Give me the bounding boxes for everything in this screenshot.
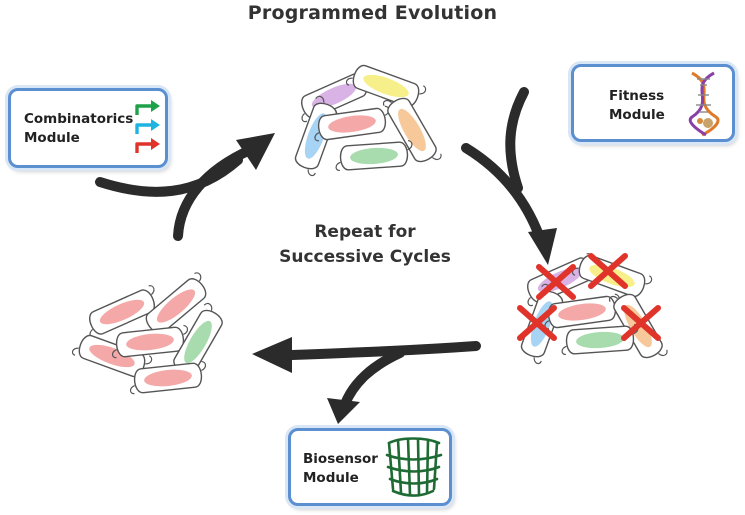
arrow-lower-left-to-top — [173, 145, 255, 241]
arrowhead-to-lower-left-pool — [252, 337, 292, 373]
combinatorics-module-label: Combinatorics Module — [24, 110, 133, 148]
arrow-split-to-biosensor — [340, 348, 405, 409]
cell — [344, 59, 428, 112]
dna-helix-icon — [688, 71, 720, 137]
fitness-module-label: Fitness Module — [609, 87, 665, 125]
fitness-module-label-line-2: Module — [609, 107, 665, 123]
arrow-combinatorics-to-pool — [95, 155, 243, 197]
protein-barrel-icon — [385, 437, 443, 497]
arrow-right-to-bottom — [287, 341, 481, 360]
cycle-caption: Repeat for Successive Cycles — [240, 220, 490, 270]
cell — [311, 105, 393, 142]
combinatorics-module: Combinatorics Module — [8, 88, 168, 168]
promoter-arrows-icon — [135, 100, 160, 153]
arrowhead-to-selection — [528, 228, 557, 265]
diagram-title: Programmed Evolution — [247, 2, 498, 24]
cell — [559, 323, 641, 356]
cell — [70, 329, 154, 382]
biosensor-module-label-line-2: Module — [303, 470, 359, 486]
eliminated-x-mark — [536, 264, 576, 300]
cell-pool-top — [289, 59, 444, 178]
cell — [333, 139, 415, 172]
cell — [127, 360, 209, 395]
cell — [109, 324, 191, 359]
cell — [381, 89, 444, 171]
cycle-arrows — [95, 87, 557, 424]
eliminated-x-mark — [517, 305, 557, 341]
arrowhead-to-top-pool — [236, 133, 275, 170]
cycle-caption-line-2: Successive Cycles — [279, 247, 451, 267]
eliminated-x-mark — [621, 305, 661, 341]
biosensor-module-label-line-1: Biosensor — [303, 451, 378, 467]
combinatorics-module-label-line-2: Module — [24, 130, 80, 146]
arrowhead-to-biosensor — [327, 398, 360, 424]
arrow-fitness-to-split — [505, 87, 529, 193]
biosensor-module: Biosensor Module — [288, 428, 452, 506]
eliminated-x-mark — [588, 253, 628, 289]
combinatorics-module-label-line-1: Combinatorics — [24, 111, 134, 127]
cell — [137, 270, 215, 341]
cell — [166, 301, 229, 383]
cycle-caption-line-1: Repeat for — [314, 222, 416, 242]
arrow-top-pool-to-right — [461, 143, 545, 243]
fitness-module: Fitness Module — [571, 64, 735, 142]
cell-pool-selection — [515, 249, 670, 367]
cell-pool-survivors — [70, 270, 229, 395]
fitness-module-label-line-1: Fitness — [609, 88, 665, 104]
cell — [80, 283, 163, 340]
cell — [541, 293, 623, 330]
biosensor-module-label: Biosensor Module — [303, 450, 378, 488]
cell — [292, 67, 375, 124]
